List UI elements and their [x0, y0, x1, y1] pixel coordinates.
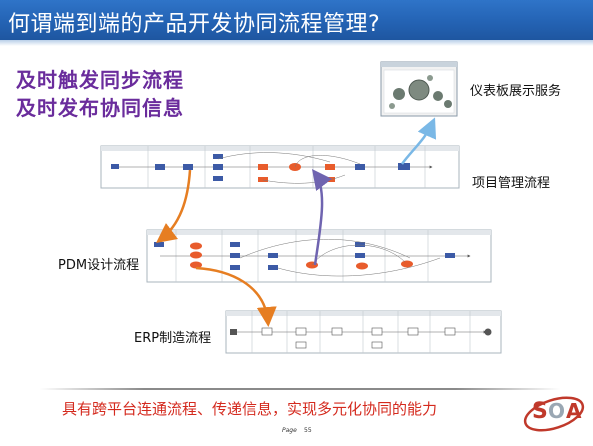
svg-text:A: A	[566, 399, 582, 423]
label-erp-process: ERP制造流程	[134, 331, 212, 346]
label-dashboard-service: 仪表板展示服务	[470, 84, 562, 99]
headline-publish: 及时发布协同信息	[16, 96, 184, 120]
arrow-pdm-to-erp	[195, 266, 277, 327]
headline-trigger: 及时触发同步流程	[16, 68, 184, 92]
label-pdm-process: PDM设计流程	[58, 258, 140, 273]
label-project-process: 项目管理流程	[472, 176, 551, 191]
svg-text:S: S	[532, 399, 548, 424]
page-label: Page	[282, 427, 297, 434]
slide-title: 何谓端到端的产品开发协同流程管理?	[8, 12, 381, 37]
svg-text:O: O	[548, 399, 565, 423]
dashboard-thumbnail-icon	[380, 61, 458, 117]
page-number: 55	[304, 427, 312, 434]
arrow-project-to-pdm	[156, 169, 192, 244]
footer-divider	[40, 388, 560, 390]
arrow-pdm-to-project	[311, 169, 333, 266]
title-bar: 何谓端到端的产品开发协同流程管理?	[0, 0, 593, 40]
soa-logo-icon: S O A	[523, 396, 585, 432]
project-process-diagram	[100, 145, 460, 189]
tagline: 具有跨平台连通流程、传递信息，实现多元化协同的能力	[62, 400, 438, 418]
arrow-project-to-dashboard	[400, 117, 437, 165]
title-shadow	[0, 40, 593, 46]
